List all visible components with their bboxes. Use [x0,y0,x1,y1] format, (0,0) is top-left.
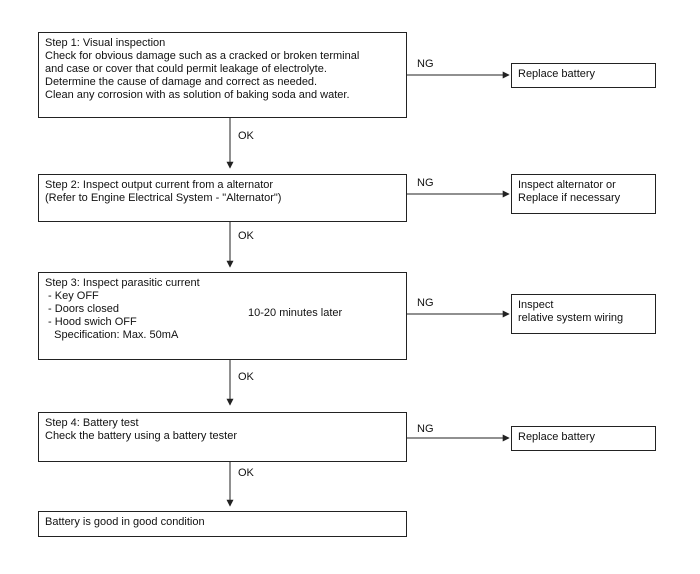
step4-ok-label: OK [238,467,254,479]
result-box: Battery is good in good condition [38,511,407,537]
step4-ng-label: NG [417,423,434,435]
step2-ng-action-text: Inspect alternator or [518,179,616,191]
step3-title: Step 3: Inspect parasitic current [45,277,200,289]
result-text: Battery is good in good condition [45,516,205,528]
step4-ng-action-box: Replace battery [511,426,656,451]
step2-ok-label: OK [238,230,254,242]
step2-line: (Refer to Engine Electrical System - "Al… [45,192,282,204]
step1-box: Step 1: Visual inspection Check for obvi… [38,32,407,118]
step3-line: - Doors closed [45,303,119,315]
step3-ng-action-text: Inspect [518,299,554,311]
step2-title: Step 2: Inspect output current from a al… [45,179,274,191]
step1-ng-action-box: Replace battery [511,63,656,88]
step1-line: Clean any corrosion with as solution of … [45,89,350,101]
step1-ok-label: OK [238,130,254,142]
step3-ng-action-text: relative system wiring [518,312,624,324]
step4-title: Step 4: Battery test [45,417,139,429]
step4-box: Step 4: Battery test Check the battery u… [38,412,407,462]
step2-ng-label: NG [417,177,434,189]
step4-ng-action-text: Replace battery [518,431,596,443]
step2-ng-action-box: Inspect alternator or Replace if necessa… [511,174,656,214]
step3-ng-action-box: Inspect relative system wiring [511,294,656,334]
step3-line: - Key OFF [45,290,99,302]
step3-line: Specification: Max. 50mA [45,329,179,341]
step4-line: Check the battery using a battery tester [45,430,237,442]
step1-line: Check for obvious damage such as a crack… [45,50,360,62]
step3-line: - Hood swich OFF [45,316,137,328]
step1-ng-label: NG [417,58,434,70]
step2-box: Step 2: Inspect output current from a al… [38,174,407,222]
step1-title: Step 1: Visual inspection [45,37,166,49]
step3-bracket-note: 10-20 minutes later [248,307,343,319]
step1-ng-action-text: Replace battery [518,68,596,80]
step1-line: Determine the cause of damage and correc… [45,76,318,88]
step3-box: Step 3: Inspect parasitic current - Key … [38,272,407,360]
step2-ng-action-text: Replace if necessary [518,192,621,204]
step3-ok-label: OK [238,371,254,383]
step1-line: and case or cover that could permit leak… [45,63,327,75]
step3-ng-label: NG [417,297,434,309]
